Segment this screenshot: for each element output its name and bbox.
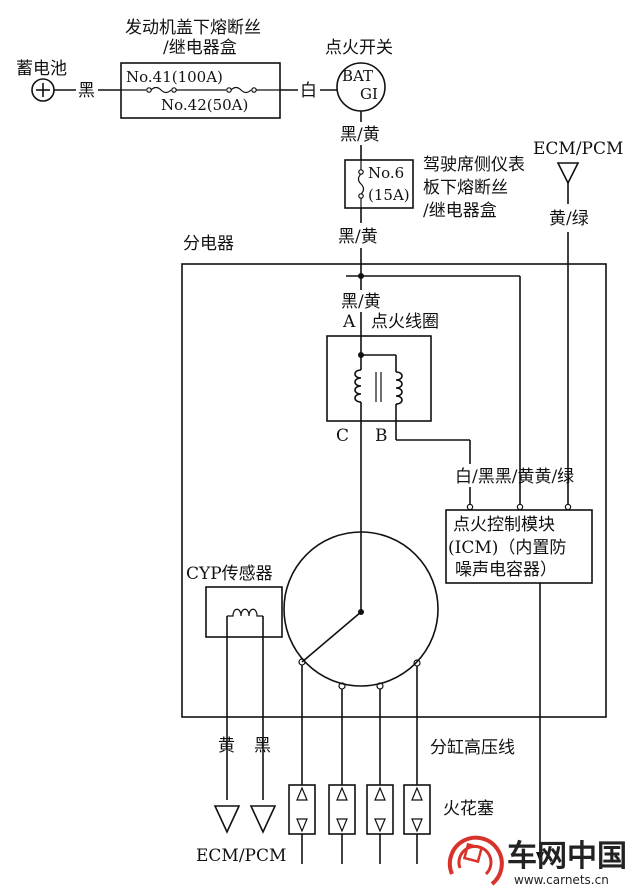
fuse-box-title-2: /继电器盒 [163, 38, 237, 58]
dash-box-label-1: 驾驶席侧仪表 [423, 155, 525, 175]
fuse-6-label: No.6 [368, 164, 404, 182]
battery-symbol [31, 78, 55, 102]
distributor-rotor [301, 611, 362, 663]
dash-box-label-2: 板下熔断丝 [423, 178, 508, 198]
wire-black-label-2: 黑 [254, 736, 271, 756]
pin-a-label: A [342, 312, 356, 332]
fuse-6-rating: (15A) [368, 186, 410, 204]
distributor-label: 分电器 [183, 234, 234, 254]
dash-box-label-3: /继电器盒 [423, 201, 497, 221]
icm-box [445, 509, 593, 584]
ecm-pcm-top-connector [556, 162, 580, 185]
cyp-sensor-label: CYP传感器 [186, 564, 273, 584]
fuse-42-label: No.42(50A) [161, 96, 248, 114]
hv-wires [301, 665, 418, 785]
logo-text: 车网中国 [507, 839, 627, 874]
logo-url: www.carnets.cn [514, 873, 609, 887]
spark-plugs [288, 784, 431, 864]
ig1-terminal-label: GI [360, 85, 378, 103]
wire-yellow-green-label: 黄/绿 [549, 209, 589, 229]
watermark-logo [447, 835, 504, 886]
pin-b-label: B [375, 426, 388, 446]
wire-black-yellow-label-2: 黑/黄 [338, 227, 378, 247]
wire-yellow-label: 黄 [218, 736, 235, 756]
wire-black-label: 黑 [78, 81, 95, 101]
ecm-pcm-bottom-connector-2 [249, 805, 277, 834]
fuse-box-title-1: 发动机盖下熔断丝 [125, 18, 261, 38]
ignition-switch-label: 点火开关 [325, 38, 393, 58]
wire-black-yellow-label-1: 黑/黄 [340, 125, 380, 145]
spark-plugs-label: 火花塞 [443, 799, 494, 819]
ecm-pcm-top-label: ECM/PCM [533, 139, 623, 159]
ecm-pcm-bottom-label: ECM/PCM [196, 846, 286, 866]
cyp-sensor-coil [227, 608, 263, 617]
bat-terminal-label: BAT [342, 67, 373, 85]
icm-label-1: 点火控制模块 [453, 515, 555, 535]
fuse-link-symbols [121, 86, 280, 94]
fuse-41-label: No.41(100A) [126, 68, 223, 86]
icm-label-2: (ICM)（内置防 [448, 538, 566, 558]
dash-fuse-box [344, 159, 414, 209]
distributor-cap [283, 531, 439, 687]
hv-wires-label: 分缸高压线 [430, 737, 515, 758]
icm-label-3: 噪声电容器） [455, 560, 557, 580]
wire-white-label: 白 [300, 81, 317, 101]
icm-wire-colors-label: 白/黑黑/黄黄/绿 [455, 467, 574, 487]
fuse-6-symbol [357, 160, 365, 208]
ignition-coil-box [326, 335, 432, 422]
cyp-sensor-box [205, 586, 283, 638]
ignition-coil-label: 点火线圈 [371, 312, 439, 332]
battery-label: 蓄电池 [16, 59, 67, 79]
pin-c-label: C [336, 426, 349, 446]
wire-black-yellow-label-3: 黑/黄 [341, 292, 381, 312]
ecm-pcm-bottom-connector-1 [213, 805, 241, 834]
coil-windings [354, 369, 403, 405]
icm-ground-arrow [536, 852, 544, 862]
distributor-box [181, 263, 607, 718]
